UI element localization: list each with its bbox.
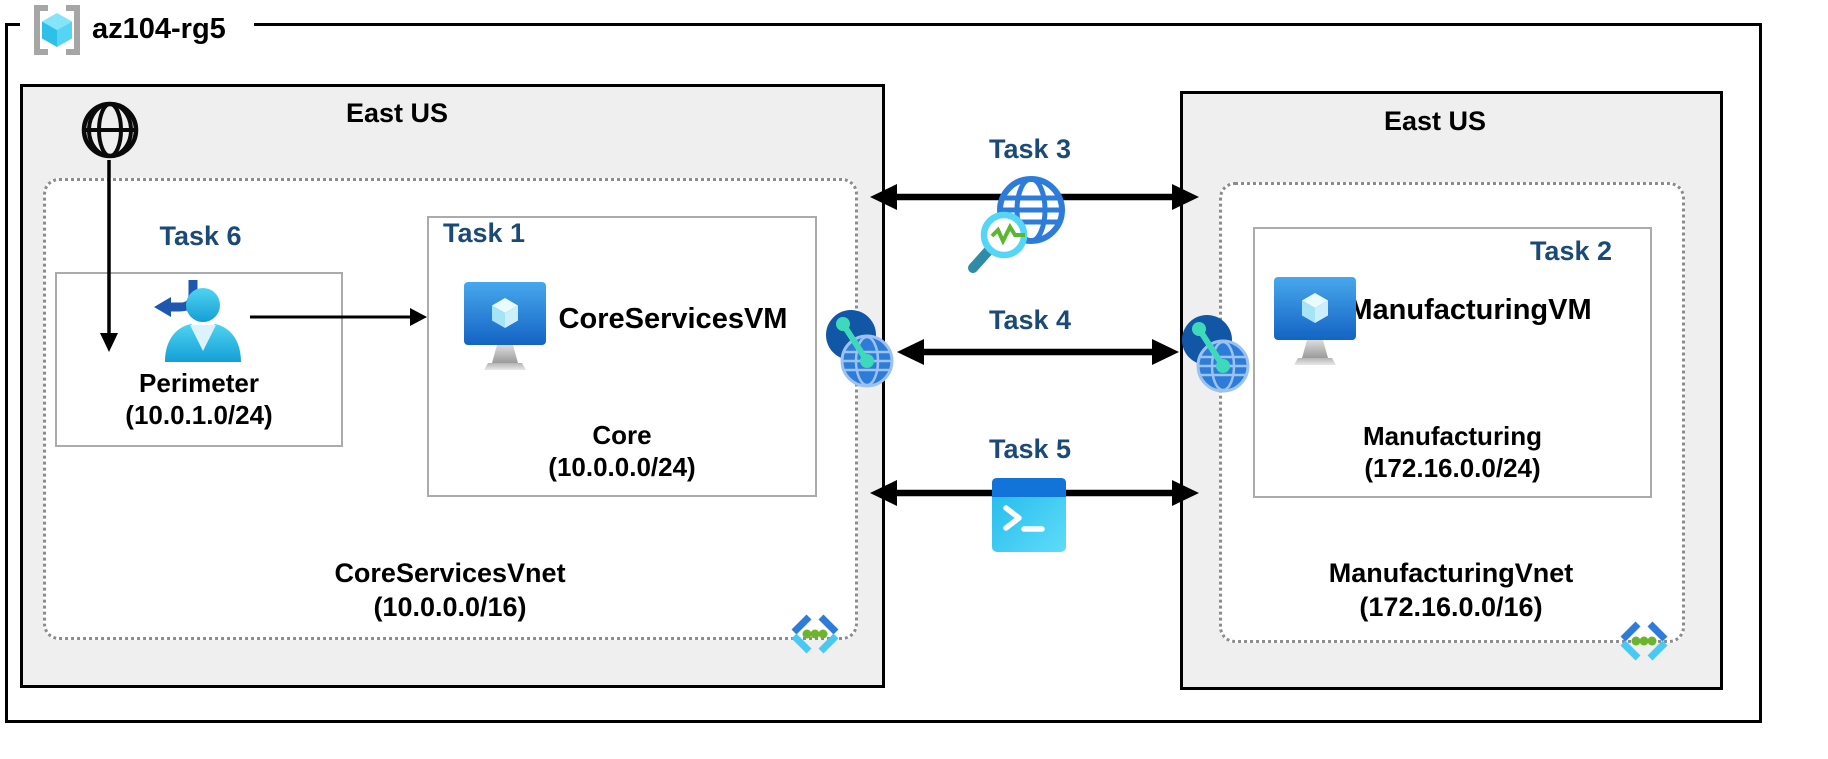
core-subnet-name: Core (592, 420, 652, 450)
perimeter-subnet-cidr: (10.0.1.0/24) (125, 400, 273, 430)
manufacturing-subnet-cidr: (172.16.0.0/24) (1364, 453, 1541, 483)
perimeter-subnet-label: Perimeter (10.0.1.0/24) (55, 367, 343, 431)
perimeter-subnet-name: Perimeter (139, 368, 259, 398)
core-vnet-name: CoreServicesVnet (334, 558, 566, 588)
core-subnet-cidr: (10.0.0.0/24) (548, 452, 696, 482)
manufacturing-vnet-label: ManufacturingVnet (172.16.0.0/16) (1251, 556, 1651, 624)
task2-label: Task 2 (1529, 236, 1612, 266)
core-vnet-cidr: (10.0.0.0/16) (373, 592, 527, 622)
manufacturing-vnet-name: ManufacturingVnet (1328, 558, 1574, 588)
core-subnet-label: Core (10.0.0.0/24) (427, 419, 817, 483)
manufacturing-subnet-label: Manufacturing (172.16.0.0/24) (1253, 420, 1652, 484)
manufacturing-vm-name: ManufacturingVM (1348, 294, 1592, 326)
resource-group-frame (5, 23, 1762, 723)
manufacturing-subnet-name: Manufacturing (1362, 421, 1543, 451)
task6-label: Task 6 (159, 221, 242, 251)
resource-group-label: az104-rg5 (20, 0, 254, 58)
resource-group-name: az104-rg5 (92, 12, 226, 45)
region-title-right: East US (1383, 106, 1487, 136)
task5-label: Task 5 (988, 434, 1072, 464)
region-title-left: East US (345, 98, 449, 128)
core-vnet-label: CoreServicesVnet (10.0.0.0/16) (250, 556, 650, 624)
manufacturing-subnet-box (1253, 227, 1652, 498)
core-vm-name: CoreServicesVM (558, 303, 788, 335)
task4-label: Task 4 (988, 305, 1072, 335)
task1-label: Task 1 (443, 218, 526, 248)
task3-label: Task 3 (988, 134, 1072, 164)
manufacturing-vnet-cidr: (172.16.0.0/16) (1359, 592, 1543, 622)
